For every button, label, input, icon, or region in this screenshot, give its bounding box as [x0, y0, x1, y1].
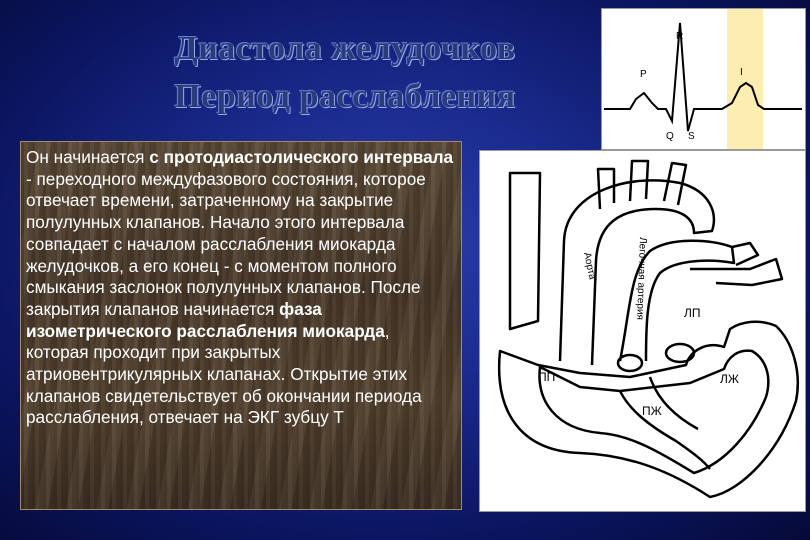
slide-title-line1: Диастола желудочков: [174, 30, 516, 67]
heart-septum: [618, 390, 711, 470]
heart-label-lzh: ЛЖ: [720, 372, 739, 386]
description-textbox: Он начинается с протодиастолического инт…: [20, 141, 462, 510]
heart-vena-cava: [508, 171, 542, 331]
heart-valve-1: [664, 342, 696, 364]
ecg-label-t: I: [740, 67, 743, 78]
heart-pulmonary-artery: [618, 239, 736, 362]
ecg-label-p: P: [640, 69, 647, 80]
body-term-protodiastolic: с протодиастолического интервала: [149, 147, 454, 167]
heart-aorta: [558, 179, 716, 366]
body-text-2: - переходного междуфазового состояния, к…: [26, 168, 426, 319]
slide-title-line2: Период расслабления: [174, 78, 516, 115]
heart-label-pp: ПП: [538, 370, 555, 384]
heart-valve-2: [616, 353, 644, 373]
ecg-t-highlight: [727, 9, 763, 149]
body-text-1: Он начинается: [26, 147, 150, 167]
body-text-3: , которая проходит при закрытых атриовен…: [26, 320, 422, 428]
heart-outline: [497, 320, 800, 499]
heart-label-lp: ЛП: [684, 306, 701, 320]
heart-label-pulmonary: Легочная артерия: [634, 237, 648, 320]
ecg-label-q: Q: [666, 131, 674, 142]
ecg-diagram: R P I Q S: [601, 8, 806, 150]
heart-diagram: ПП ЛП ЛЖ ПЖ Аорта Легочная артерия: [479, 150, 806, 512]
heart-label-pzh: ПЖ: [642, 404, 662, 418]
body-term-isometric: фаза изометрического расслабления миокар…: [26, 298, 385, 341]
ecg-label-r: R: [676, 31, 683, 42]
ecg-label-s: S: [688, 131, 695, 142]
ecg-waveform: [604, 22, 802, 132]
